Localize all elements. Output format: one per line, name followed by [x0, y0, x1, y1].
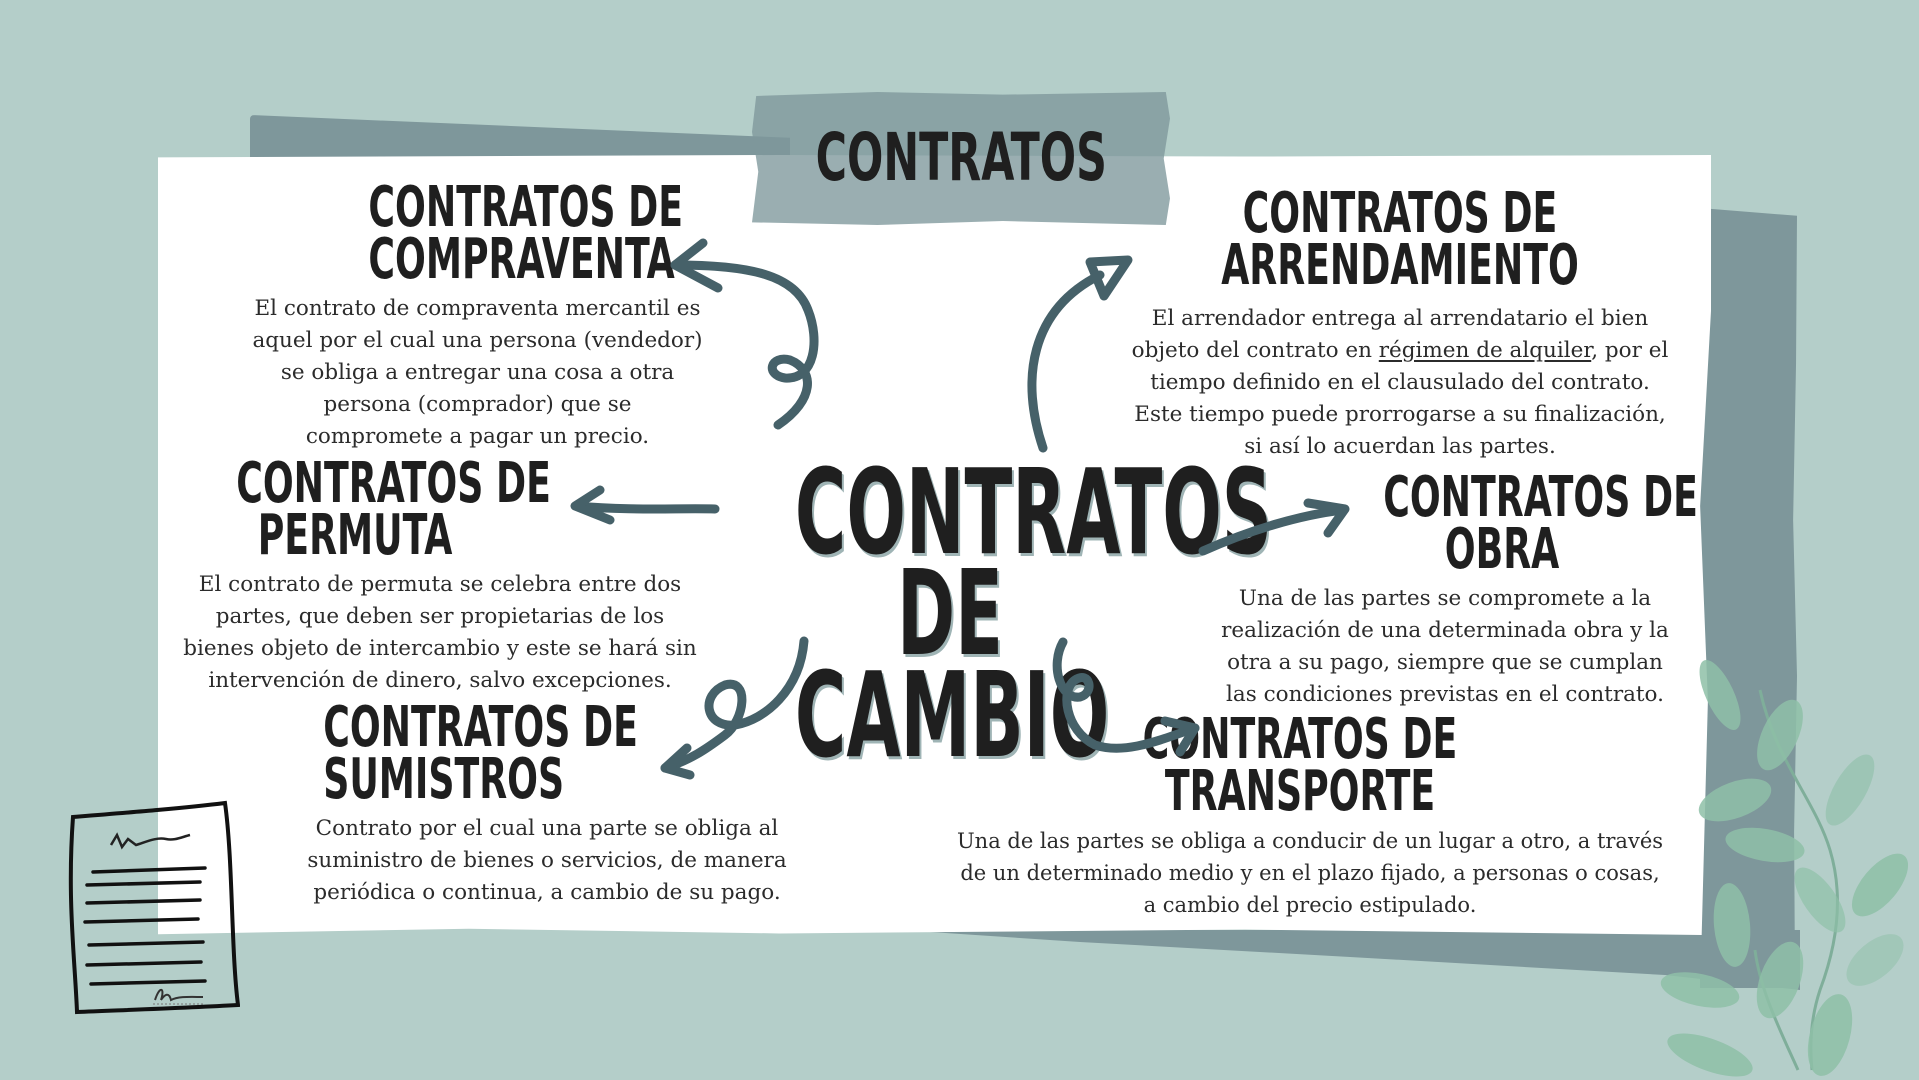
section-body: El contrato de compraventa mercantil es … — [200, 293, 755, 453]
text-fragment: , por el — [1591, 338, 1669, 364]
header-banner: CONTRATOS — [752, 92, 1170, 225]
text-line: El arrendador entrega al arrendatario el… — [1151, 306, 1649, 332]
section-obra: CONTRATOS DE OBRA Una de las partes se c… — [1195, 465, 1698, 711]
text-line: persona (comprador) que se — [323, 392, 632, 418]
text-line: El contrato de permuta se celebra entre … — [198, 572, 682, 598]
text-line: Contrato por el cual una parte se obliga… — [315, 816, 779, 842]
section-sumistros: CONTRATOS DE SUMISTROS Contrato por el c… — [282, 695, 812, 909]
section-heading: ARRENDAMIENTO — [1221, 232, 1579, 298]
eucalyptus-branch-icon — [1660, 660, 1909, 1077]
text-line: partes, que deben ser propietarias de lo… — [215, 604, 665, 630]
text-line: intervención de dinero, salvo excepcione… — [208, 668, 672, 694]
section-body: Contrato por el cual una parte se obliga… — [282, 813, 812, 909]
section-heading: CONTRATOS DE — [1242, 181, 1558, 246]
text-line: bienes objeto de intercambio y este se h… — [183, 636, 697, 662]
text-line: otra a su pago, siempre que se cumplan — [1227, 650, 1663, 676]
text-line: se obliga a entregar una cosa a otra — [280, 360, 675, 386]
central-topic: CONTRATOS DE CAMBIO — [715, 443, 1273, 784]
section-heading: CONTRATOS DE — [1383, 465, 1698, 530]
signed-document-icon — [68, 800, 240, 1015]
text-fragment: objeto del contrato en — [1131, 338, 1379, 364]
text-line: de un determinado medio y en el plazo fi… — [960, 861, 1660, 886]
text-line: El contrato de compraventa mercantil es — [254, 296, 701, 322]
section-heading: SUMISTROS — [323, 746, 565, 812]
section-body: Una de las partes se obliga a conducir d… — [925, 825, 1695, 921]
central-topic-line1: CONTRATOS — [794, 443, 1273, 581]
section-heading: CONTRATOS DE — [323, 695, 638, 760]
page-title: CONTRATOS — [815, 119, 1107, 197]
central-topic-line2: DE CAMBIO — [794, 544, 1110, 784]
text-line: Una de las partes se obliga a conducir d… — [956, 829, 1664, 854]
section-body: Una de las partes se compromete a la rea… — [1195, 583, 1695, 711]
section-body: El arrendador entrega al arrendatario el… — [1100, 303, 1700, 463]
text-line: las condiciones previstas en el contrato… — [1226, 682, 1664, 708]
text-line: compromete a pagar un precio. — [305, 424, 650, 450]
text-line: si así lo acuerdan las partes. — [1244, 434, 1556, 460]
section-heading: PERMUTA — [257, 502, 453, 568]
text-line: a cambio del precio estipulado. — [1143, 893, 1477, 918]
section-heading: TRANSPORTE — [1164, 758, 1436, 824]
text-line: suministro de bienes o servicios, de man… — [307, 848, 787, 874]
content-card — [158, 155, 1711, 935]
section-body: El contrato de permuta se celebra entre … — [165, 569, 715, 697]
text-line: objeto del contrato en régimen de alquil… — [1100, 335, 1700, 367]
text-line: periódica o continua, a cambio de su pag… — [313, 880, 781, 906]
underlined-term: régimen de alquiler — [1378, 338, 1592, 364]
section-arrendamiento: CONTRATOS DE ARRENDAMIENTO El arrendador… — [1100, 181, 1700, 463]
text-line: Una de las partes se compromete a la — [1238, 586, 1652, 612]
text-line: Este tiempo puede prorrogarse a su final… — [1134, 402, 1666, 428]
text-line: tiempo definido en el clausulado del con… — [1150, 370, 1650, 396]
text-line: aquel por el cual una persona (vendedor) — [252, 328, 703, 354]
section-heading: COMPRAVENTA — [367, 226, 675, 292]
section-heading: OBRA — [1444, 516, 1560, 582]
section-permuta: CONTRATOS DE PERMUTA El contrato de perm… — [165, 451, 715, 697]
section-compraventa: CONTRATOS DE COMPRAVENTA El contrato de … — [200, 180, 755, 453]
section-heading: CONTRATOS DE — [236, 451, 551, 516]
text-line: realización de una determinada obra y la — [1221, 618, 1669, 644]
